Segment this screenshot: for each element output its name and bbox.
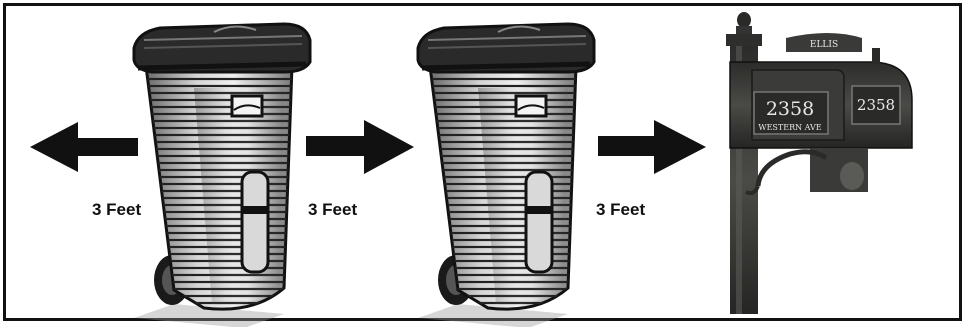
arrow-left-icon [30, 122, 138, 172]
mailbox-street: WESTERN AVE [758, 123, 821, 132]
trash-cart-icon [418, 24, 594, 327]
distance-label-right: 3 Feet [596, 200, 645, 220]
mailbox-icon: ELLIS 2358 WESTERN AVE 2358 [726, 12, 912, 314]
arrow-right-icon [306, 120, 414, 174]
mailbox-top-plate: ELLIS [810, 40, 838, 50]
arrow-right-icon [598, 120, 706, 174]
distance-label-left: 3 Feet [92, 200, 141, 220]
trash-cart-icon [134, 24, 310, 327]
mailbox-side-number: 2358 [857, 96, 895, 114]
distance-label-middle: 3 Feet [308, 200, 357, 220]
mailbox-front-number: 2358 [766, 98, 814, 120]
